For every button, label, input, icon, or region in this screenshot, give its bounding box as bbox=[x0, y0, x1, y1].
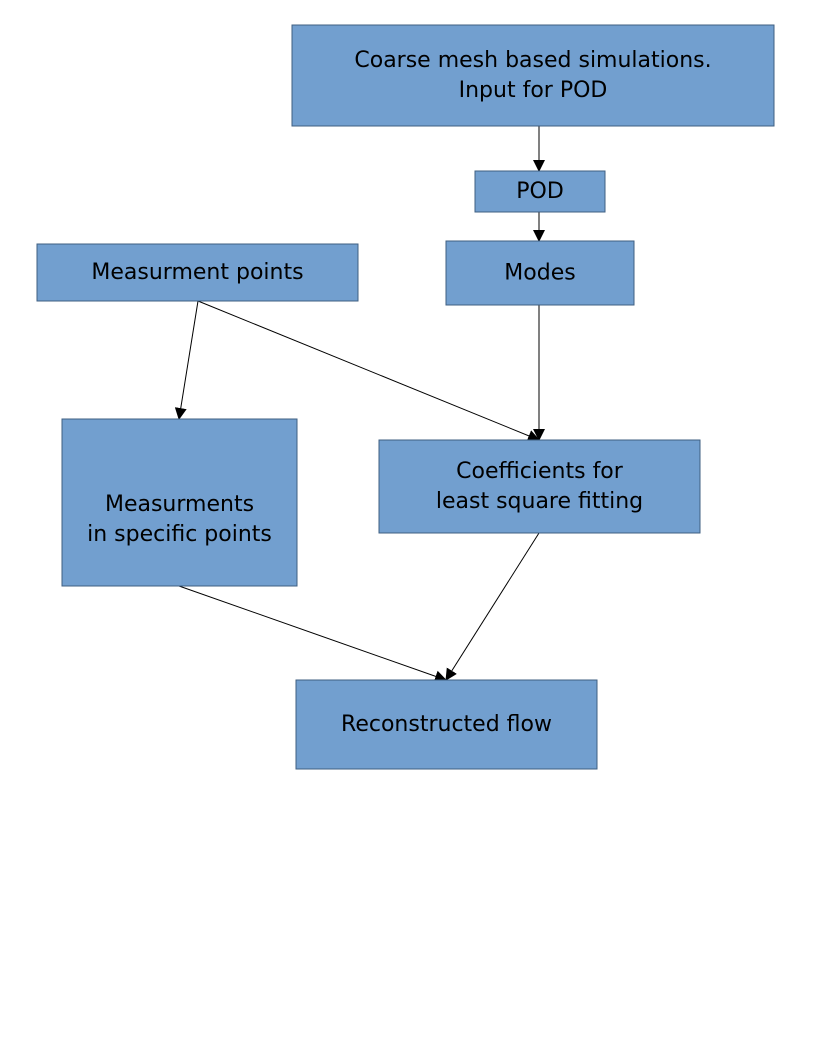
node-label: POD bbox=[516, 179, 564, 204]
node-box bbox=[291, 24, 775, 127]
node-box bbox=[36, 243, 359, 302]
node-label: in specific points bbox=[87, 522, 272, 547]
node-label: Coefficients for bbox=[456, 459, 624, 484]
node-label: Measurment points bbox=[91, 260, 303, 285]
edge-coefficients-to-reconstructed bbox=[445, 532, 540, 681]
node-box bbox=[61, 418, 298, 587]
node-label: Input for POD bbox=[459, 78, 608, 103]
edges-layer bbox=[174, 126, 545, 683]
node-measurements: Measurments in specific points bbox=[61, 418, 298, 587]
edge-measurements-to-reconstructed bbox=[178, 585, 447, 683]
node-label: least square fitting bbox=[436, 489, 643, 514]
edge-measurement-points-to-coefficients bbox=[197, 300, 540, 442]
node-box bbox=[295, 679, 598, 770]
node-coefficients: Coefficients for least square fitting bbox=[378, 439, 701, 534]
node-box bbox=[445, 240, 635, 306]
node-modes: Modes bbox=[445, 240, 635, 306]
nodes-layer: Coarse mesh based simulations. Input for … bbox=[36, 24, 775, 770]
node-box bbox=[378, 439, 701, 534]
node-box bbox=[474, 170, 606, 213]
node-coarse: Coarse mesh based simulations. Input for … bbox=[291, 24, 775, 127]
node-label: Modes bbox=[504, 261, 575, 286]
node-measurement-points: Measurment points bbox=[36, 243, 359, 302]
node-label: Coarse mesh based simulations. bbox=[354, 48, 711, 73]
node-label: Reconstructed flow bbox=[341, 712, 552, 737]
node-reconstructed: Reconstructed flow bbox=[295, 679, 598, 770]
node-pod: POD bbox=[474, 170, 606, 213]
node-label: Measurments bbox=[105, 492, 254, 517]
edge-measurement-points-to-measurements bbox=[174, 300, 199, 420]
